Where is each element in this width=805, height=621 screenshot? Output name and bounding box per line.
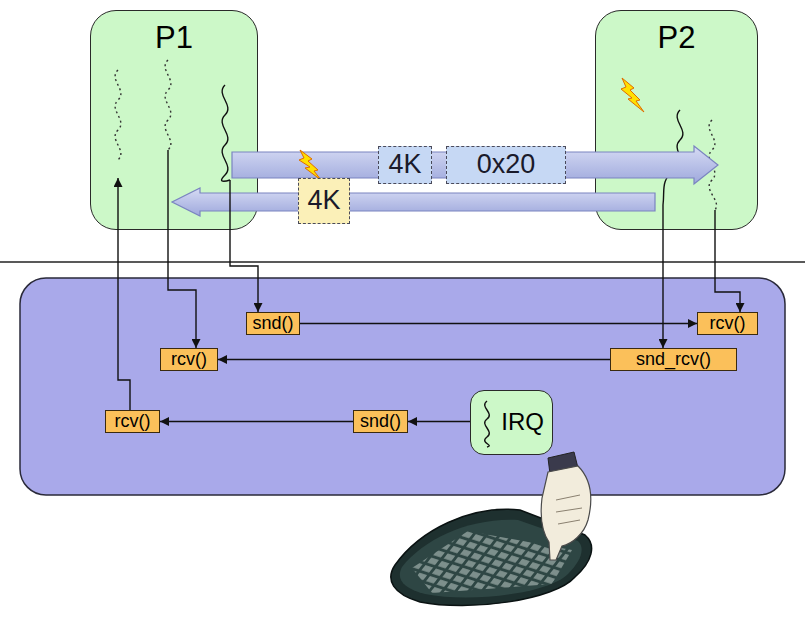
kernel-call-box: rcv() bbox=[697, 312, 758, 335]
node-label: P2 bbox=[658, 21, 696, 55]
user-kernel-boundary bbox=[0, 261, 805, 263]
ipc-arrow bbox=[160, 421, 353, 422]
ipc-arrow bbox=[715, 210, 740, 312]
ipc-arrow bbox=[230, 180, 258, 312]
ipc-arrow bbox=[218, 359, 610, 360]
thread-squiggles bbox=[115, 60, 716, 210]
node-label: snd() bbox=[360, 412, 401, 432]
node-label: 4K bbox=[388, 150, 421, 180]
node-label: 4K bbox=[307, 186, 340, 216]
kernel-call-box: snd_rcv() bbox=[610, 348, 737, 371]
data-packet: 4K bbox=[378, 146, 432, 184]
thread-squiggle bbox=[475, 399, 497, 449]
keyboard-illustration bbox=[391, 452, 592, 606]
kernel-region bbox=[20, 278, 785, 495]
data-packet: 4K bbox=[298, 178, 350, 224]
ipc-arrow bbox=[300, 323, 697, 324]
kernel-call-box: rcv() bbox=[160, 348, 218, 371]
kernel-call-box: rcv() bbox=[105, 410, 160, 433]
node-label: snd_rcv() bbox=[636, 350, 711, 370]
node-label: snd() bbox=[252, 314, 293, 334]
ipc-arrow bbox=[168, 150, 196, 348]
node-label: rcv() bbox=[171, 350, 207, 370]
message-arrow bbox=[172, 188, 655, 216]
node-label: rcv() bbox=[115, 412, 151, 432]
node-label: rcv() bbox=[710, 314, 746, 334]
node-label: IRQ bbox=[501, 409, 544, 435]
node-label: P1 bbox=[155, 21, 193, 55]
ipc-arrow bbox=[662, 205, 663, 348]
fault-lightning bbox=[299, 78, 644, 180]
data-packet: 0x20 bbox=[446, 146, 566, 184]
kernel-call-box: snd() bbox=[353, 410, 408, 433]
kernel-call-box: snd() bbox=[246, 312, 300, 335]
ipc-arrow bbox=[118, 178, 130, 410]
node-label: 0x20 bbox=[477, 150, 536, 180]
interrupt-thread-box: IRQ bbox=[470, 390, 553, 455]
ipc-arrow bbox=[408, 421, 470, 422]
message-arrow bbox=[232, 146, 718, 184]
